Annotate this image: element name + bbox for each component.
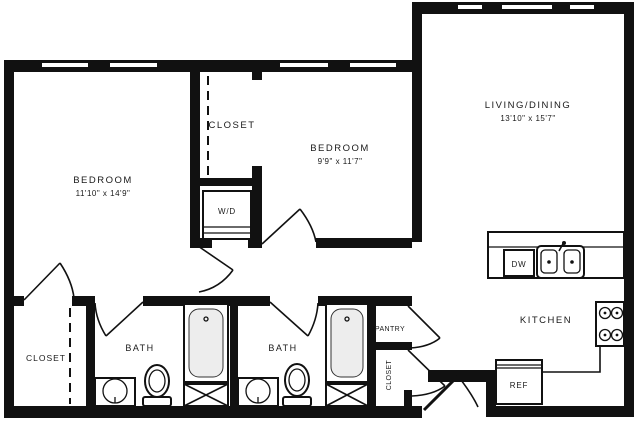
refrigerator-icon xyxy=(495,359,543,405)
wall-entry-step xyxy=(486,370,496,412)
room-labels: BEDROOM 11'10" x 14'9" CLOSET BEDROOM 9'… xyxy=(26,100,572,390)
wall-hall-south-a xyxy=(14,296,24,306)
window xyxy=(110,63,157,67)
sink-faucet-head xyxy=(562,241,566,245)
window xyxy=(42,63,88,67)
toilet-tank xyxy=(282,396,312,407)
doors xyxy=(23,208,479,412)
cabinet-x-mark xyxy=(325,383,369,407)
double-sink-icon xyxy=(536,245,585,279)
wall-closet-wd-divider xyxy=(190,178,262,186)
bath2-fixtures xyxy=(237,303,369,407)
counter-edge-line xyxy=(543,346,601,373)
washer-dryer-icon xyxy=(202,190,252,240)
sink-basin xyxy=(563,249,581,274)
bedroom-left-label: BEDROOM xyxy=(73,175,133,186)
pantry-door-leaf xyxy=(407,305,441,339)
sink-basin xyxy=(540,249,558,274)
closet-top-label: CLOSET xyxy=(208,120,255,131)
bedroom-left-dimensions: 11'10" x 14'9" xyxy=(76,189,131,198)
bedroom1-door-arc xyxy=(198,269,234,293)
pantry-door-arc xyxy=(409,337,441,349)
wall-bottom-left xyxy=(4,406,422,418)
closet-bl-door-arc xyxy=(59,262,75,299)
sink-drain xyxy=(570,260,574,264)
living-dining-label: LIVING/DINING xyxy=(485,100,572,111)
wall-hall-south-c xyxy=(143,296,270,306)
wall-living-left xyxy=(412,14,422,242)
bathtub-drain xyxy=(344,316,350,322)
wall-hall-south-d xyxy=(318,296,412,306)
wall-closet-bedroom2 xyxy=(252,166,262,246)
bedroom2-door-arc xyxy=(299,208,317,243)
bath-right-label: BATH xyxy=(268,343,297,353)
wall-bath2-east xyxy=(368,306,376,406)
window xyxy=(458,5,482,9)
dishwasher-icon xyxy=(503,249,535,277)
closet-entry-label: CLOSET xyxy=(386,359,393,390)
bathtub-drain xyxy=(203,316,209,322)
window xyxy=(280,63,328,67)
bath2-door-arc xyxy=(307,302,319,337)
closet-bottom-left-label: CLOSET xyxy=(26,353,66,363)
bath-left-label: BATH xyxy=(125,343,154,353)
wall-bottom-right xyxy=(486,406,634,417)
stove-burner xyxy=(598,328,612,342)
front-door-arc xyxy=(457,375,479,408)
bath2-door-leaf xyxy=(269,301,309,337)
stove-burner xyxy=(610,328,624,342)
stove-burner-dot xyxy=(603,333,607,337)
dishwasher-label: DW xyxy=(512,260,527,269)
stove-burner xyxy=(598,306,612,320)
wall-left xyxy=(4,60,14,418)
bath1-fixtures xyxy=(94,303,229,407)
closet-bl-door-leaf xyxy=(23,262,61,301)
kitchen-label: KITCHEN xyxy=(520,315,572,326)
wall-bedroom1-closet xyxy=(190,72,200,246)
entry-closet-door-leaf xyxy=(407,349,446,387)
windows xyxy=(42,5,594,67)
kitchen-fixtures: DW REF xyxy=(487,231,625,405)
wall-right xyxy=(624,2,634,417)
stove-burner-dot xyxy=(603,311,607,315)
entry-closet-door-arc xyxy=(411,385,446,397)
window xyxy=(502,5,552,9)
bathtub-basin xyxy=(188,308,224,378)
wall-bath-divider xyxy=(230,306,238,406)
toilet-bowl xyxy=(288,368,306,392)
window xyxy=(350,63,396,67)
living-dining-dimensions: 13'10" x 15'7" xyxy=(500,114,555,123)
refrigerator-label: REF xyxy=(510,381,528,390)
stove-burner-dot xyxy=(615,311,619,315)
bedroom-middle-dimensions: 9'9" x 11'7" xyxy=(318,157,363,166)
bedroom2-door-leaf xyxy=(261,208,301,245)
window xyxy=(570,5,594,9)
washer-dryer-label: W/D xyxy=(218,207,236,216)
wall-wd-south-left xyxy=(190,238,212,248)
toilet-tank xyxy=(142,396,172,407)
wall-hall-south-b xyxy=(72,296,95,306)
stove-burner-dot xyxy=(615,333,619,337)
bath1-door-leaf xyxy=(105,301,144,337)
wall-entrycloset-stub xyxy=(404,390,412,406)
toilet-bowl xyxy=(148,369,166,393)
pantry-label: PANTRY xyxy=(375,326,405,333)
wall-closetbl-east xyxy=(86,306,95,406)
bath1-door-arc xyxy=(94,302,107,337)
wall-bedroom2-south xyxy=(316,238,412,248)
wall-closet-bedroom2-stub xyxy=(252,72,262,80)
cabinet-x-mark xyxy=(183,383,229,407)
wall-pantry-closet-divider xyxy=(376,342,412,350)
washer-dryer-unit: W/D xyxy=(202,190,252,240)
bedroom1-door-leaf xyxy=(197,245,234,271)
wall-wd-south-right xyxy=(248,238,262,248)
front-door-leaf xyxy=(422,374,460,412)
bedroom-middle-label: BEDROOM xyxy=(310,143,370,154)
bathtub-basin xyxy=(330,308,364,378)
stove-burner xyxy=(610,306,624,320)
sink-drain xyxy=(547,260,551,264)
